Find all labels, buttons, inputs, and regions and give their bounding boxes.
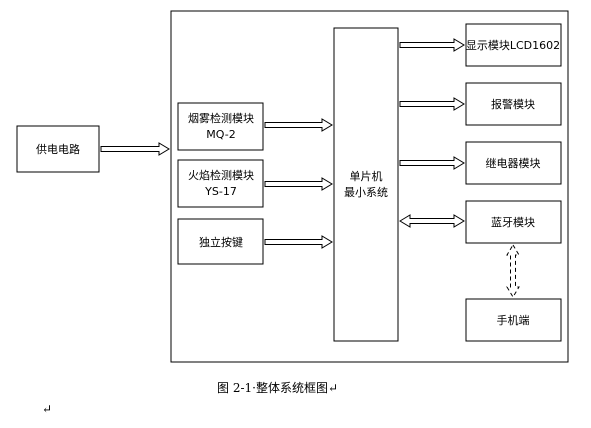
lcd-display-label: 显示模块LCD1602 <box>466 39 560 52</box>
arrow-mcu-bluetooth-bidirectional <box>399 214 465 228</box>
phone-block: 手机端 <box>465 298 562 342</box>
smoke-detection-block: 烟雾检测模块 MQ-2 <box>177 102 264 151</box>
alarm-block: 报警模块 <box>465 82 562 126</box>
arrow-mcu-to-alarm <box>399 97 465 111</box>
arrow-fire-to-mcu <box>264 177 333 191</box>
arrow-smoke-to-mcu <box>264 118 333 132</box>
smoke-detection-label: 烟雾检测模块 <box>188 111 254 125</box>
alarm-label: 报警模块 <box>491 97 535 111</box>
mcu-label-line1: 单片机 <box>350 169 383 183</box>
fire-detection-block: 火焰检测模块 YS-17 <box>177 159 264 208</box>
lcd-display-block: 显示模块LCD1602 <box>465 23 562 67</box>
arrow-mcu-to-lcd <box>399 38 465 52</box>
fire-detection-model: YS-17 <box>204 185 237 198</box>
fire-detection-label: 火焰检测模块 <box>188 168 254 182</box>
smoke-detection-model: MQ-2 <box>206 128 235 141</box>
relay-label: 继电器模块 <box>486 157 541 170</box>
independent-key-block: 独立按键 <box>177 218 264 265</box>
power-supply-block: 供电电路 <box>16 125 100 173</box>
arrow-power-to-system <box>100 142 170 156</box>
arrow-key-to-mcu <box>264 235 333 249</box>
bluetooth-block: 蓝牙模块 <box>465 200 562 244</box>
mcu-label-line2: 最小系统 <box>344 186 388 199</box>
paragraph-mark: ↵ <box>42 402 52 416</box>
phone-label: 手机端 <box>497 313 530 327</box>
relay-block: 继电器模块 <box>465 141 562 185</box>
bluetooth-label: 蓝牙模块 <box>491 216 535 229</box>
power-supply-label: 供电电路 <box>36 142 80 156</box>
arrow-mcu-to-relay <box>399 156 465 170</box>
mcu-block: 单片机 最小系统 <box>333 27 399 342</box>
figure-caption: 图 2-1·整体系统框图↵ <box>217 380 338 395</box>
independent-key-label: 独立按键 <box>199 235 243 249</box>
